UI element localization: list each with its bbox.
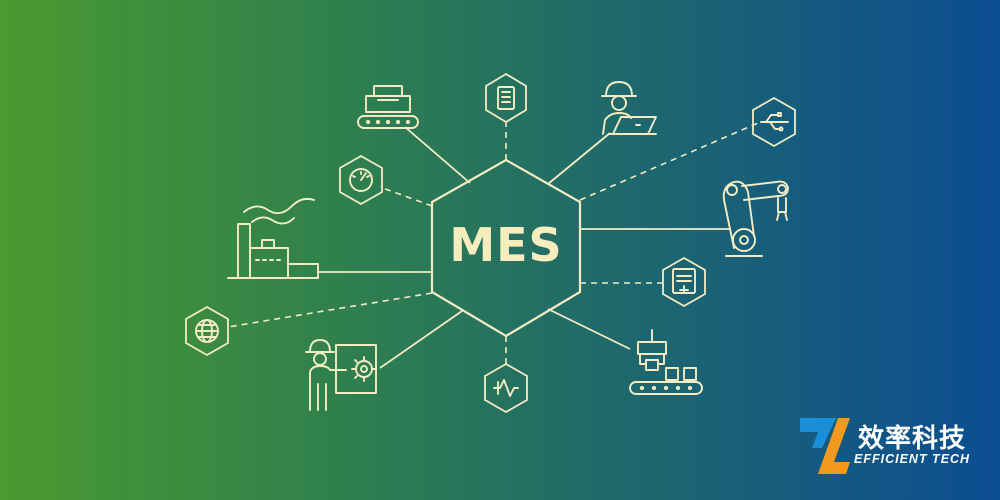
mes-hexagon [430, 158, 582, 338]
connectors [227, 120, 759, 369]
connector-printer [404, 126, 471, 184]
conveyor-gripper-icon [629, 329, 703, 395]
connector-worker-laptop [547, 132, 611, 185]
company-logo: 效率科技 EFFICIENT TECH [796, 412, 986, 472]
pressure-gauge-icon [339, 154, 383, 206]
factory-icon [227, 197, 319, 279]
printer-conveyor-icon [357, 85, 419, 129]
globe-icon [185, 305, 229, 357]
robot-arm-icon [722, 180, 789, 257]
logo-chinese-text: 效率科技 [858, 424, 967, 454]
panel-icon [662, 256, 706, 308]
usb-icon [752, 96, 796, 148]
worker-presentation-icon [305, 339, 377, 411]
connector-gauge [379, 186, 433, 207]
connector-worker-presentation [379, 310, 463, 369]
document-list-icon [485, 72, 527, 124]
mes-center-label: MES [449, 218, 563, 272]
connector-globe [227, 292, 433, 328]
connector-gripper [547, 308, 631, 350]
worker-laptop-icon [601, 81, 657, 135]
company-logo-mark [800, 418, 850, 474]
waveform-icon [484, 362, 528, 414]
logo-english-text: EFFICIENT TECH [854, 452, 971, 466]
